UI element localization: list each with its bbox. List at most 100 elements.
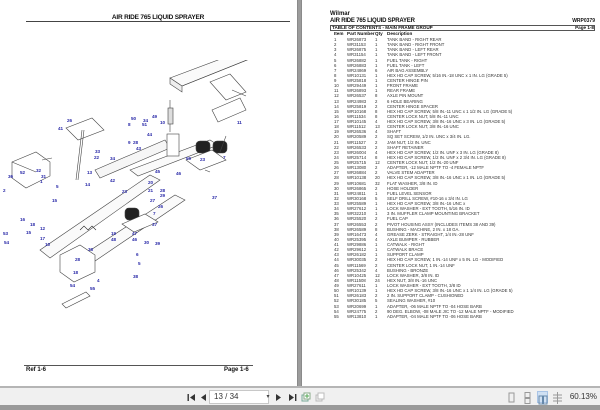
svg-text:7: 7 — [153, 211, 156, 216]
quantity: 1 — [375, 252, 378, 258]
item-number: 8 — [334, 72, 337, 78]
exploded-parts-diagram: 26 41 50 49 34 8 51 10 44 9 28 43 11 33 … — [3, 60, 248, 309]
svg-text:10: 10 — [45, 242, 51, 247]
description: HEX HD CAP SCREW, 3/8 IN.-16 UNC x 1 IN.… — [387, 175, 506, 181]
svg-text:44: 44 — [147, 132, 153, 137]
item-number: 45 — [334, 262, 339, 268]
part-number: WR13080 — [347, 165, 367, 171]
quantity: 4 — [375, 149, 378, 155]
part-number: WR29449 — [347, 83, 367, 89]
svg-text:31: 31 — [41, 174, 47, 179]
svg-text:42: 42 — [110, 178, 116, 183]
two-page-continuous-view-button[interactable] — [552, 391, 563, 404]
page-add-icon — [301, 392, 310, 402]
header-rule — [26, 21, 290, 22]
item-number: 31 — [334, 190, 339, 196]
part-number: WR20699 — [347, 303, 367, 309]
item-number: 26 — [334, 165, 339, 171]
item-number: 13 — [334, 98, 339, 104]
rotate-page-button[interactable] — [300, 390, 311, 404]
quantity: 24 — [375, 277, 380, 283]
right-page-number: Page 1-8 — [575, 25, 594, 30]
description: CENTER HINGE SPACER — [387, 103, 439, 109]
page-number-input[interactable]: 13 / 34 — [209, 390, 269, 404]
part-number: WR30035 — [347, 257, 367, 263]
item-number: 1 — [334, 37, 337, 42]
single-page-view-button[interactable] — [506, 391, 517, 403]
description: AIR BAG ASSEMBLY — [387, 67, 429, 73]
description: CENTER LOCK NUT, 3/8 IN.-16 UNC — [387, 124, 459, 130]
description: HEX HD CAP SCREW, 1/2 IN. UNF x 2 3/4 IN… — [387, 154, 506, 160]
quantity: 1 — [375, 83, 378, 89]
footer-rule — [24, 365, 253, 366]
column-header-item: Item — [334, 31, 344, 36]
page-remove-button[interactable] — [314, 390, 325, 404]
quantity: 1 — [375, 288, 378, 294]
quantity: 2 — [375, 134, 378, 140]
part-number: WR26533 — [347, 144, 367, 150]
description: CATWALK - RIGHT — [387, 242, 425, 247]
page-dropdown-button[interactable]: ▾ — [264, 390, 272, 404]
item-number: 48 — [334, 277, 339, 283]
description: ADAPTER, -04 MALE NPTF TO -06 HOSE BARB — [387, 313, 482, 319]
part-number: WR26893 — [347, 88, 367, 94]
description: 90 DEG. ELBOW, -08 MALE JIC TO -12 MALE … — [387, 308, 514, 314]
last-page-button[interactable] — [287, 390, 297, 404]
description: CENTER LOCK NUT, 5/8 IN.-11 UNC — [387, 113, 459, 119]
quantity: 12 — [375, 160, 380, 165]
item-number: 42 — [334, 247, 339, 253]
svg-text:22: 22 — [94, 155, 100, 160]
description: CENTER HINGE PIN — [387, 78, 428, 83]
quantity: 2 — [375, 165, 378, 171]
svg-text:5: 5 — [56, 184, 59, 189]
column-header-description: Description — [387, 31, 413, 36]
quantity: 1 — [375, 206, 378, 212]
svg-text:38: 38 — [133, 274, 139, 279]
continuous-view-button[interactable] — [522, 391, 533, 404]
page-gutter — [297, 0, 302, 386]
quantity: 2 — [375, 308, 378, 314]
description: SELF DRILL SCREW, #10-16 x 3/4 IN. LG — [387, 195, 468, 201]
item-number: 21 — [334, 139, 339, 145]
svg-text:34: 34 — [143, 118, 149, 123]
brand-name: Wilmar — [330, 11, 350, 17]
previous-page-button[interactable] — [199, 390, 207, 404]
description: GREASE ZERK - STRAIGHT, 1/4 IN.-28 UNF — [387, 231, 474, 237]
first-page-button[interactable] — [186, 390, 196, 404]
quantity: 4 — [375, 129, 378, 135]
svg-text:28: 28 — [160, 188, 166, 193]
two-page-view-button[interactable] — [537, 391, 548, 405]
svg-text:27: 27 — [150, 198, 156, 203]
svg-text:39: 39 — [155, 241, 161, 246]
next-page-button[interactable] — [274, 390, 282, 404]
part-number: WR26537 — [347, 93, 367, 99]
quantity: 1 — [375, 283, 378, 288]
description: TANK BAND - RIGHT REAR — [387, 37, 442, 42]
item-number: 34 — [334, 206, 339, 212]
part-number: WR26873 — [347, 37, 367, 42]
quantity: 2 — [375, 216, 378, 222]
item-number: 41 — [334, 242, 339, 247]
zoom-level[interactable]: 60.13% — [569, 392, 597, 401]
previous-page-icon — [200, 394, 206, 401]
description: HEX HD CAP SCREW, 3/8 IN.-16 UNC x 3 IN.… — [387, 119, 506, 124]
quantity: 5 — [375, 298, 378, 304]
part-number: WR16473 — [347, 231, 367, 237]
quantity: 2 — [375, 139, 378, 145]
part-number: WR13810 — [347, 313, 367, 319]
